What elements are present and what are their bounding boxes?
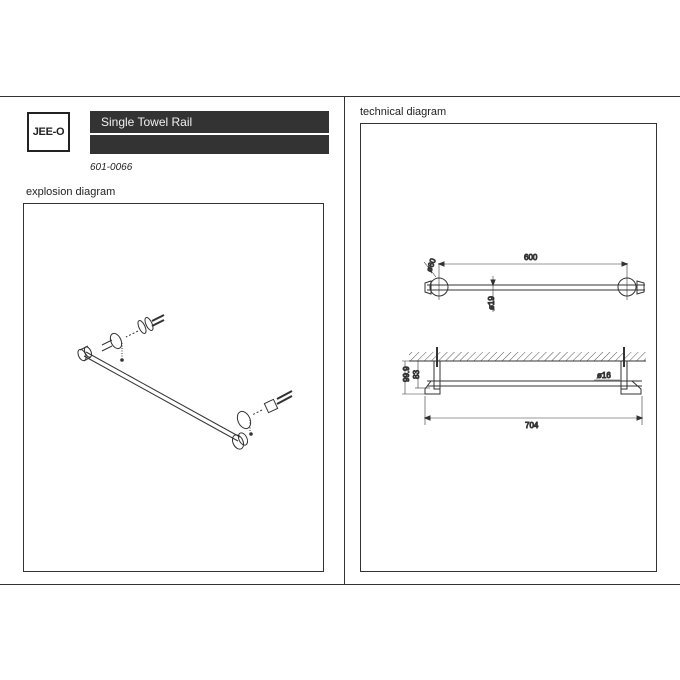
wall-hatch bbox=[409, 352, 646, 361]
rail-length-dimension: 600 bbox=[524, 253, 538, 262]
product-title: Single Towel Rail bbox=[90, 111, 329, 133]
explosion-diagram-panel bbox=[23, 203, 324, 572]
column-divider bbox=[344, 96, 345, 585]
towel-rail-bar bbox=[83, 351, 241, 442]
fixing-diameter-dimension: ø16 bbox=[597, 371, 611, 380]
document-sheet bbox=[0, 96, 680, 585]
rosette-diameter-dimension: ø60 bbox=[425, 257, 438, 274]
left-end-cap bbox=[77, 345, 93, 362]
top-view bbox=[423, 261, 645, 312]
bar-offset-dimension: 83 bbox=[412, 370, 421, 379]
right-end-cap bbox=[231, 432, 249, 450]
side-view bbox=[402, 347, 646, 425]
overall-length-dimension: 704 bbox=[525, 421, 539, 430]
left-bracket-assembly bbox=[101, 314, 165, 362]
technical-diagram-label: technical diagram bbox=[360, 106, 447, 118]
bar-diameter-dimension: ø19 bbox=[487, 296, 496, 310]
subtitle-bar bbox=[90, 135, 329, 154]
explosion-diagram-label: explosion diagram bbox=[26, 186, 116, 198]
mount-height-dimension: 99.9 bbox=[402, 366, 411, 382]
right-bracket-assembly bbox=[236, 390, 293, 436]
product-code: 601-0066 bbox=[90, 162, 133, 173]
brand-logo: JEE-O bbox=[27, 112, 70, 152]
technical-diagram-panel bbox=[360, 123, 657, 572]
